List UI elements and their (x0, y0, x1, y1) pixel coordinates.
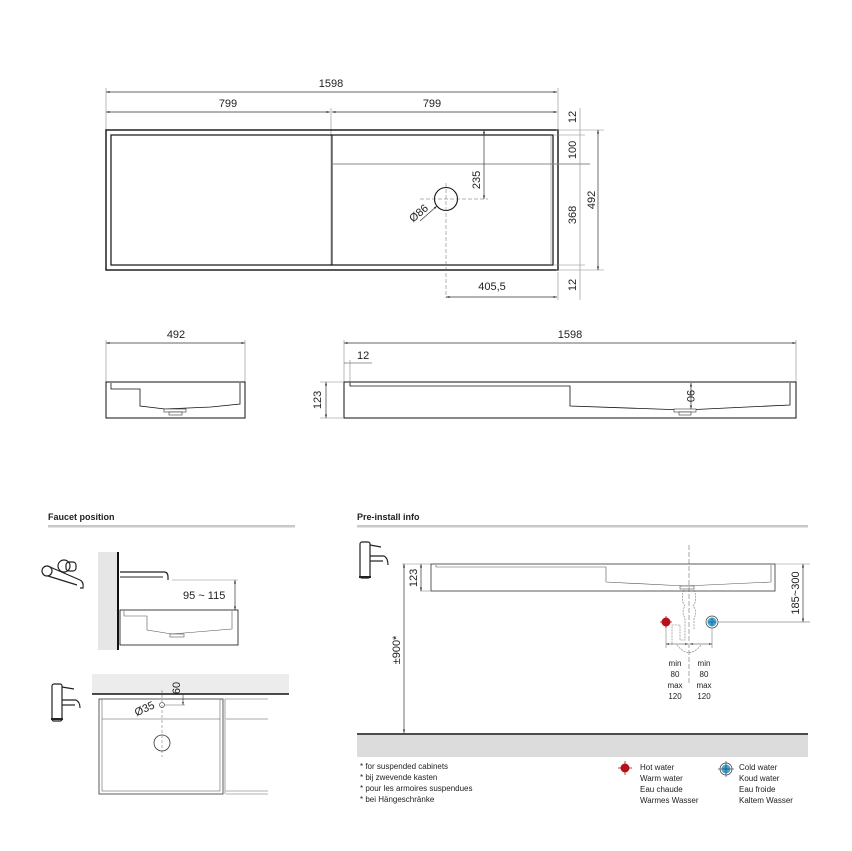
svg-text:* bei Hängeschränke: * bei Hängeschränke (360, 795, 435, 804)
dim-drain-from-back: 235 (471, 171, 483, 189)
dim-left-half: 799 (219, 98, 237, 110)
faucet-position-title: Faucet position (48, 512, 115, 522)
svg-text:Warmes Wasser: Warmes Wasser (640, 796, 699, 805)
dim-drain-diameter: Ø86 (407, 202, 431, 225)
front-view: 1598 12 90 123 (312, 329, 797, 419)
dim-front-bowl-depth: 90 (684, 390, 696, 402)
svg-text:min: min (698, 659, 711, 668)
svg-text:min: min (669, 659, 682, 668)
suspended-cabinet-notes: * for suspended cabinets * bij zwevende … (360, 762, 473, 804)
dim-tap-hole-offset: 60 (171, 682, 183, 694)
svg-text:* for suspended cabinets: * for suspended cabinets (360, 762, 448, 771)
hot-water-marker (660, 616, 672, 628)
svg-text:Eau froide: Eau froide (739, 785, 776, 794)
svg-text:Eau chaude: Eau chaude (640, 785, 683, 794)
svg-text:120: 120 (697, 692, 711, 701)
svg-text:Kaltem Wasser: Kaltem Wasser (739, 796, 793, 805)
cold-offset-label: min 80 max 120 (696, 659, 711, 701)
deck-faucet-icon (51, 683, 81, 722)
dim-sink-height: 123 (408, 569, 420, 587)
top-plan-view: 1598 799 799 235 Ø86 405,5 12 100 (105, 78, 604, 300)
hot-water-legend: Hot water Warm water Eau chaude Warmes W… (618, 761, 699, 805)
dim-supply-height: 185~300 (790, 571, 802, 614)
dim-front-rim: 12 (357, 350, 369, 362)
svg-text:Cold water: Cold water (739, 763, 778, 772)
dim-rim-top: 12 (567, 111, 579, 123)
cold-water-marker (705, 615, 719, 629)
dim-rim-bottom: 12 (567, 279, 579, 291)
svg-text:* bij zwevende kasten: * bij zwevende kasten (360, 773, 437, 782)
dim-drain-from-right: 405,5 (478, 281, 506, 293)
dim-front-height: 123 (312, 391, 324, 409)
cold-water-icon (718, 761, 734, 777)
dim-shelf-depth: 100 (567, 141, 579, 159)
side-view: 492 (105, 329, 246, 419)
dim-bowl-depth: 368 (567, 206, 579, 224)
svg-text:* pour les armoires suspendues: * pour les armoires suspendues (360, 784, 473, 793)
dim-tap-hole-diameter: Ø35 (133, 699, 157, 719)
svg-text:80: 80 (671, 670, 680, 679)
dim-front-width: 1598 (558, 329, 582, 341)
dim-overall-depth: 492 (586, 191, 598, 209)
pre-install-section: Pre-install info 123 ±900* 185~300 (357, 512, 810, 805)
hot-water-icon (618, 761, 632, 775)
dim-wall-spout-height: 95 ~ 115 (183, 590, 225, 602)
svg-text:Warm water: Warm water (640, 774, 683, 783)
svg-text:80: 80 (700, 670, 709, 679)
svg-text:Hot water: Hot water (640, 763, 675, 772)
wall-faucet-icon (41, 559, 84, 589)
svg-text:max: max (667, 681, 682, 690)
dim-side-width: 492 (167, 329, 185, 341)
svg-text:Koud water: Koud water (739, 774, 780, 783)
pre-install-title: Pre-install info (357, 512, 420, 522)
deck-faucet-icon (359, 541, 389, 579)
cold-water-legend: Cold water Koud water Eau froide Kaltem … (718, 761, 793, 805)
dim-counter-height: ±900* (391, 635, 403, 664)
svg-text:max: max (696, 681, 711, 690)
dim-right-half: 799 (423, 98, 441, 110)
hot-offset-label: min 80 max 120 (667, 659, 682, 701)
svg-text:120: 120 (668, 692, 682, 701)
dim-overall-width: 1598 (319, 78, 343, 90)
faucet-position-section: Faucet position 95 ~ 115 (41, 512, 295, 795)
floor (357, 735, 808, 757)
